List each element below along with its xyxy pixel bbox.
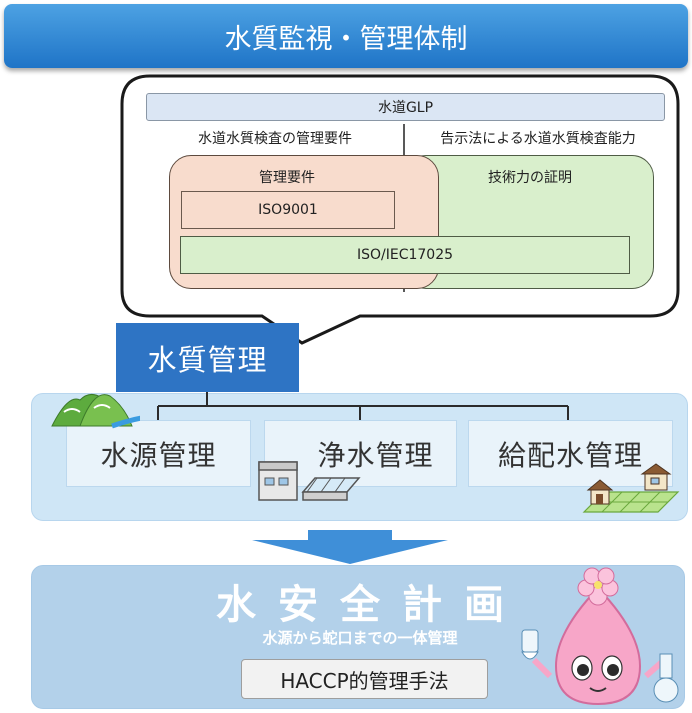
haccp-method-label: HACCP的管理手法 [280,668,449,693]
water-safety-plan-title-label: 水安全計画 [216,582,526,628]
purification-plant-icon [258,461,361,501]
houses-icon [582,463,680,513]
water-quality-management-label: 水質管理 [147,342,268,377]
right-panel-title-label: 技術力の証明 [488,170,572,186]
left-header-label: 水道水質検査の管理要件 [198,131,352,147]
left-header: 水道水質検査の管理要件 [150,125,400,151]
source-management-label: 水源管理 [100,438,217,472]
haccp-method-box: HACCP的管理手法 [241,659,488,699]
right-header-label: 告示法による水道水質検査能力 [440,131,636,147]
iso9001-label: ISO9001 [258,202,318,218]
iso17025-label: ISO/IEC17025 [356,247,454,263]
iso17025-box: ISO/IEC17025 [180,236,630,274]
title-banner: 水質監視・管理体制 [4,4,688,68]
iso9001-box: ISO9001 [181,191,395,229]
down-arrow-icon [252,530,448,564]
mascot-icon [521,567,679,706]
mountain-icon [51,394,140,429]
left-panel-title-label: 管理要件 [259,170,315,186]
glp-label: 水道GLP [377,100,434,116]
water-safety-plan-title: 水安全計画 [150,576,570,628]
water-safety-plan-subtitle-label: 水源から蛇口までの一体管理 [262,628,458,647]
water-quality-management-box: 水質管理 [116,323,299,392]
page-title: 水質監視・管理体制 [224,23,468,55]
glp-bar: 水道GLP [146,93,665,121]
source-management-box: 水源管理 [66,420,251,487]
right-header: 告示法による水道水質検査能力 [408,125,668,151]
distribution-management-label: 給配水管理 [497,438,643,472]
right-panel-title: 技術力の証明 [410,166,650,188]
purification-management-label: 浄水管理 [317,438,434,472]
water-safety-plan-subtitle: 水源から蛇口までの一体管理 [150,626,570,648]
left-panel-title: 管理要件 [172,166,402,188]
distribution-management-box: 給配水管理 [468,420,673,487]
